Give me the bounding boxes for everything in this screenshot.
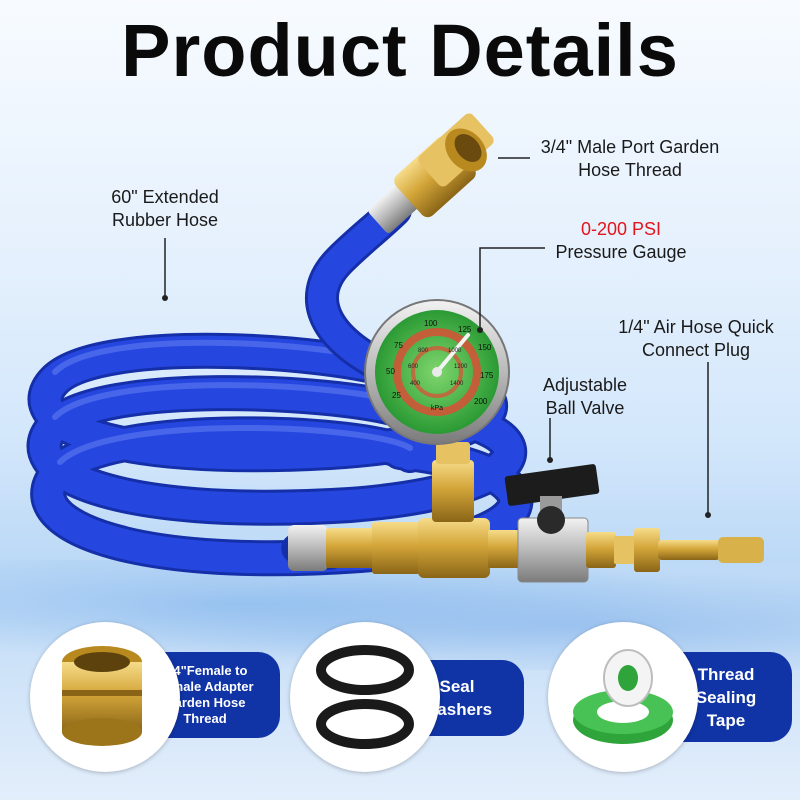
gauge-mark-800: 800: [418, 348, 429, 354]
callout-male-port-line1: 3/4" Male Port Garden: [540, 137, 720, 157]
accessory-sealing-tape: Thread Sealing Tape: [548, 622, 798, 772]
male-hose-fitting: [368, 113, 494, 233]
gauge-tick-200: 200: [474, 397, 488, 406]
callout-air-plug: 1/4" Air Hose Quick Connect Plug: [606, 316, 786, 362]
accessory-circle: [290, 622, 440, 772]
brass-tee: [288, 442, 520, 578]
brass-adapter-icon: [62, 646, 142, 746]
callout-gauge-label: Pressure Gauge: [555, 242, 687, 262]
tag-line: Female Adapter: [156, 679, 254, 694]
callout-valve-line2: Ball Valve: [545, 398, 625, 418]
gauge-mark-1200: 1200: [454, 364, 468, 370]
callout-rubber-hose-line2: Rubber Hose: [111, 210, 219, 230]
gauge-tick-125: 125: [458, 325, 472, 334]
callout-air-plug-line2: Connect Plug: [641, 340, 751, 360]
quick-connect-plug: [586, 528, 764, 572]
gauge-tick-50: 50: [386, 367, 395, 376]
tag-line: Thread: [697, 664, 755, 684]
tag-line: Garden Hose: [164, 695, 246, 710]
pressure-gauge: 25 50 75 100 125 150 175 200 kPa 400 600…: [364, 299, 510, 445]
gauge-tick-25: 25: [392, 391, 401, 400]
callout-rubber-hose-line1: 60" Extended: [111, 187, 219, 207]
callout-valve-line1: Adjustable: [542, 375, 628, 395]
gauge-tick-75: 75: [394, 341, 403, 350]
tag-line: Tape: [706, 710, 746, 730]
callout-pressure-gauge: 0-200 PSI Pressure Gauge: [546, 218, 696, 264]
accessory-female-adapter: 3/4"Female to Female Adapter Garden Hose…: [20, 622, 280, 772]
washer-icon: [316, 645, 414, 749]
accessory-seal-washers: Seal Washers: [290, 622, 530, 772]
gauge-mark-1400: 1400: [450, 381, 464, 387]
tag-line: Sealing: [695, 687, 757, 707]
tag-line: Seal: [439, 677, 475, 696]
gauge-mark-1000: 1000: [448, 348, 462, 354]
gauge-units: kPa: [431, 405, 443, 412]
tape-roll-icon: [573, 649, 673, 744]
gauge-mark-600: 600: [408, 364, 419, 370]
gauge-tick-100: 100: [424, 319, 438, 328]
tag-line: 3/4"Female to: [162, 663, 248, 678]
callout-male-port-line2: Hose Thread: [578, 160, 682, 180]
gauge-mark-400: 400: [410, 381, 421, 387]
ball-valve: [504, 464, 600, 583]
callout-leader-lines: [164, 157, 709, 515]
gauge-tick-150: 150: [478, 343, 492, 352]
accessory-circle: [30, 622, 180, 772]
page-title: Product Details: [121, 9, 679, 92]
callout-air-plug-line1: 1/4" Air Hose Quick: [618, 317, 774, 337]
gauge-tick-175: 175: [480, 371, 494, 380]
psi-range: 0-200 PSI: [580, 219, 662, 239]
callout-ball-valve: Adjustable Ball Valve: [530, 374, 640, 420]
callout-male-port: 3/4" Male Port Garden Hose Thread: [520, 136, 740, 182]
accessory-circle: [548, 622, 698, 772]
tag-line: Thread: [183, 711, 227, 726]
callout-rubber-hose: 60" Extended Rubber Hose: [90, 186, 240, 232]
